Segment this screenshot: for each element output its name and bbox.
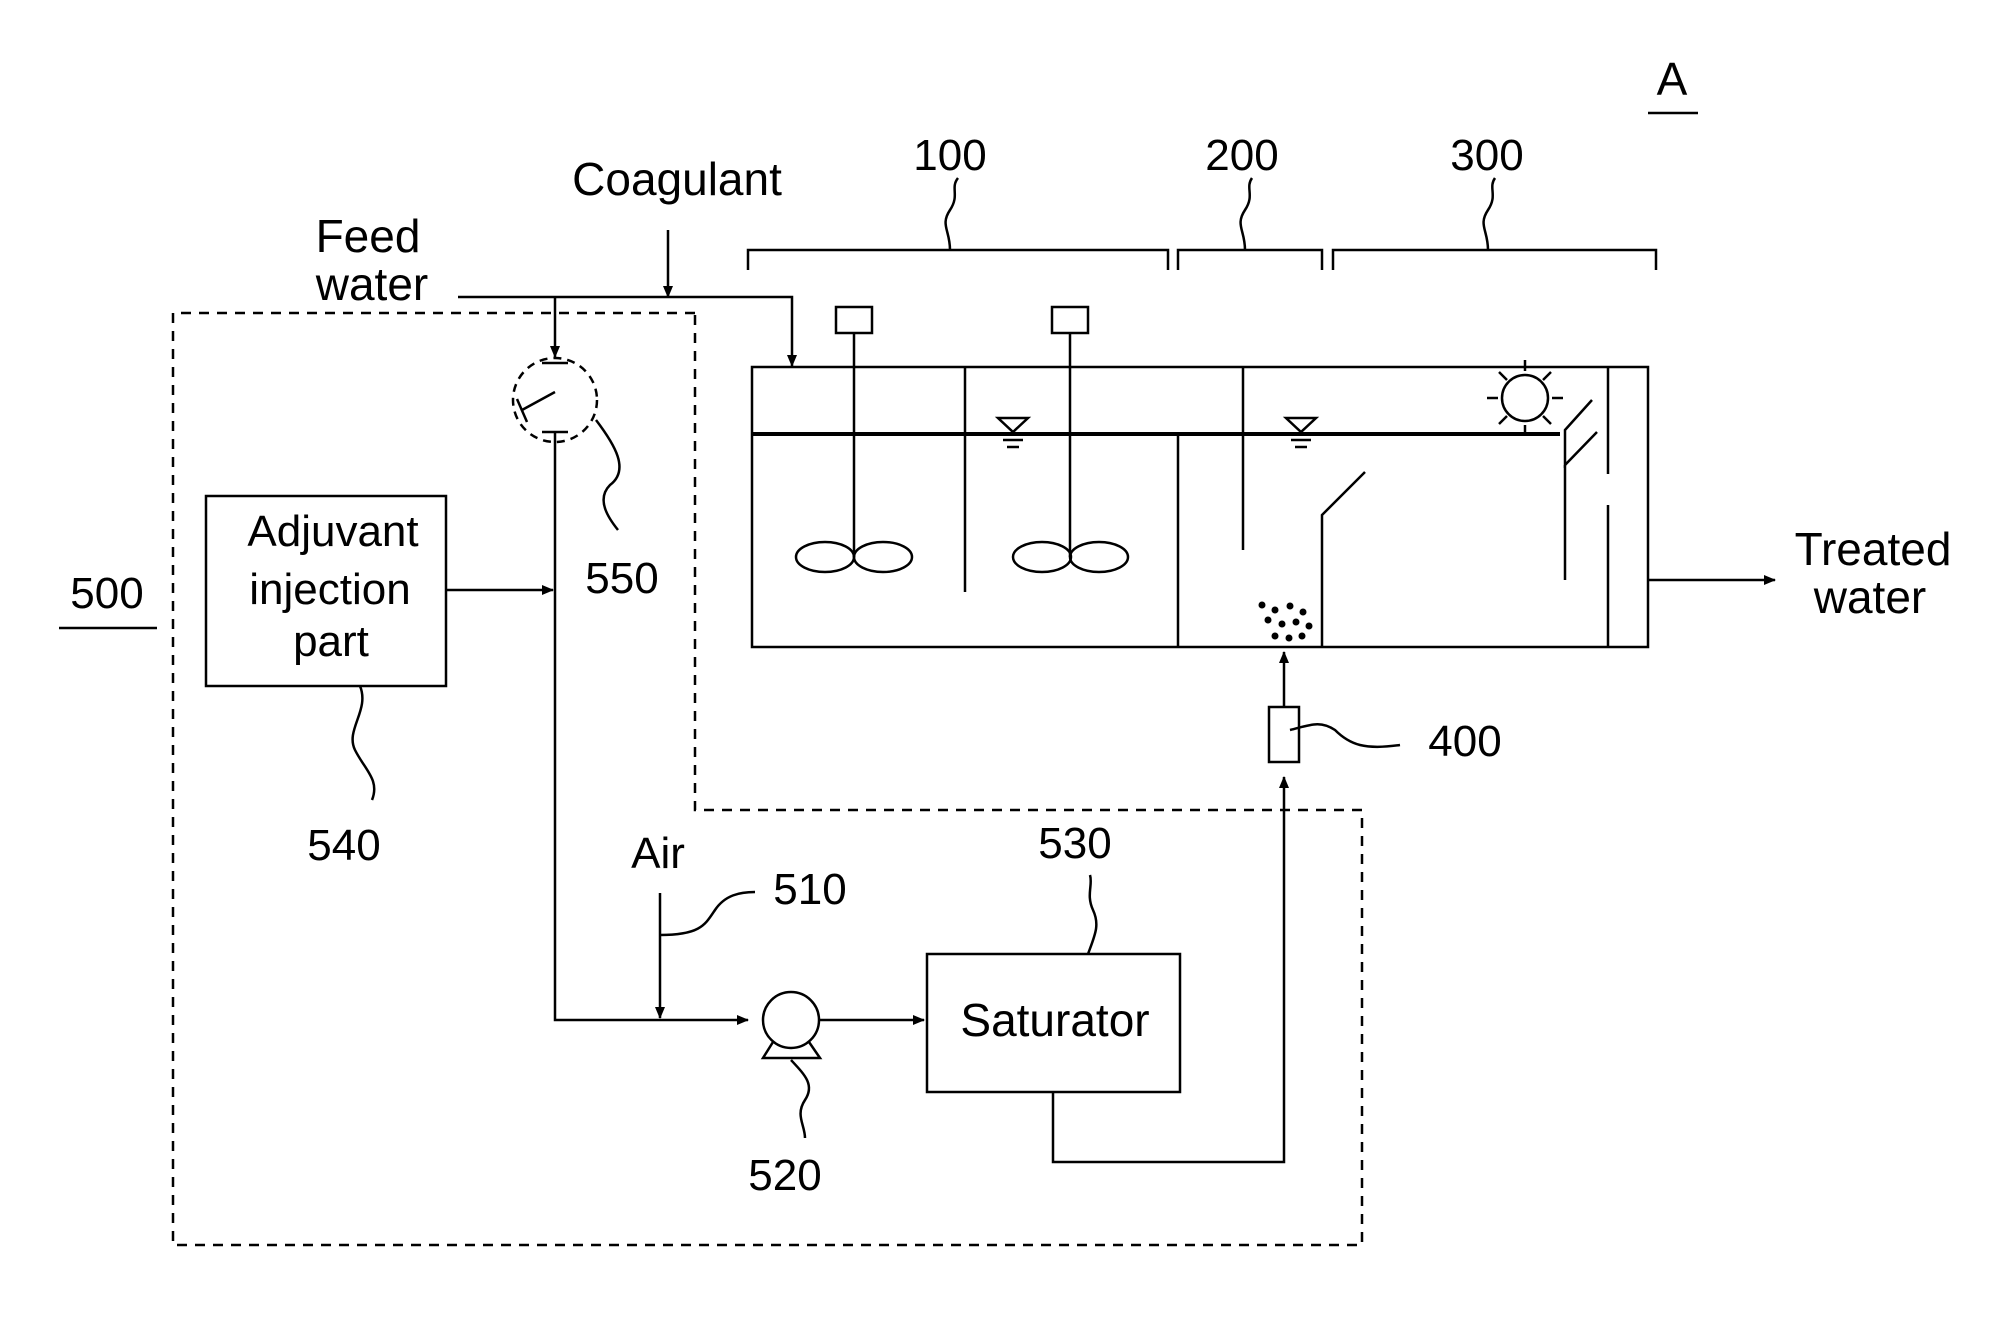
mixer-motor-1 — [836, 307, 872, 333]
coagulant-input: Coagulant — [572, 153, 782, 297]
treated-water-output: Treated water — [1648, 523, 1951, 623]
adjuvant-label-line3: part — [293, 617, 369, 666]
outlet-baffle-inclined — [1565, 400, 1597, 465]
adjuvant-injection-part: Adjuvant injection part 540 — [206, 496, 553, 870]
ref-550: 550 — [585, 554, 658, 603]
scraper-wheel-icon — [1487, 360, 1563, 436]
leader-550 — [596, 420, 619, 530]
mixer-motor-2 — [1052, 307, 1088, 333]
impeller-icon — [854, 542, 912, 572]
feed-water-label-line2: water — [315, 258, 428, 310]
section-brackets: 100 200 300 — [748, 131, 1656, 270]
feed-water-pipe — [458, 297, 792, 366]
adjuvant-label-line1: Adjuvant — [247, 507, 418, 556]
ref-200: 200 — [1205, 131, 1278, 180]
bracket-300 — [1333, 250, 1656, 270]
microbubbles-icon — [1259, 602, 1313, 642]
valve-550: 550 — [513, 358, 659, 603]
treated-water-label-line2: water — [1813, 571, 1926, 623]
recirculation-boundary: 500 — [59, 313, 1362, 1245]
feed-water-label-line1: Feed — [316, 210, 421, 262]
air-label: Air — [631, 829, 685, 878]
valve-icon — [513, 358, 597, 442]
bracket-200 — [1178, 250, 1322, 270]
ref-300: 300 — [1450, 131, 1523, 180]
nozzle-body — [1269, 707, 1299, 762]
leader-300 — [1484, 178, 1495, 250]
bracket-100 — [748, 250, 1168, 270]
ref-530: 530 — [1038, 819, 1111, 868]
inclined-weir — [1322, 472, 1365, 647]
pump-icon — [763, 992, 819, 1048]
leader-540 — [353, 686, 375, 800]
saturator-530: Saturator 530 — [927, 777, 1284, 1162]
treatment-tank — [752, 307, 1648, 647]
leader-100 — [946, 178, 958, 250]
ref-400: 400 — [1428, 717, 1501, 766]
boundary-500 — [173, 313, 1362, 1245]
air-input: Air 510 — [631, 829, 847, 1018]
ref-540: 540 — [307, 821, 380, 870]
feed-water-input: Feed water — [315, 210, 792, 366]
saturator-label: Saturator — [960, 994, 1149, 1046]
impeller-icon — [1070, 542, 1128, 572]
leader-510 — [660, 892, 755, 935]
leader-530 — [1088, 875, 1096, 954]
treated-water-label-line1: Treated — [1795, 523, 1952, 575]
impeller-icon — [796, 542, 854, 572]
recirculation-pipe — [555, 432, 748, 1020]
ref-100: 100 — [913, 131, 986, 180]
pump-520: 520 — [748, 992, 924, 1200]
ref-510: 510 — [773, 865, 846, 914]
ref-500: 500 — [70, 569, 143, 618]
pump-base — [763, 1042, 820, 1058]
valve-handle-bar — [517, 399, 527, 422]
water-level-icon — [998, 418, 1028, 432]
coagulant-label: Coagulant — [572, 153, 782, 205]
valve-handle — [522, 392, 555, 410]
impeller-icon — [1013, 542, 1071, 572]
leader-400 — [1290, 724, 1400, 747]
figure-label: A — [1648, 53, 1698, 113]
figure-id-text: A — [1657, 53, 1688, 105]
leader-200 — [1241, 178, 1252, 250]
tank-outline — [752, 367, 1648, 647]
ref-520: 520 — [748, 1151, 821, 1200]
leader-520 — [791, 1060, 809, 1138]
water-level-icon — [1286, 418, 1316, 432]
nozzle-400: 400 — [1269, 652, 1502, 766]
adjuvant-label-line2: injection — [249, 565, 410, 614]
